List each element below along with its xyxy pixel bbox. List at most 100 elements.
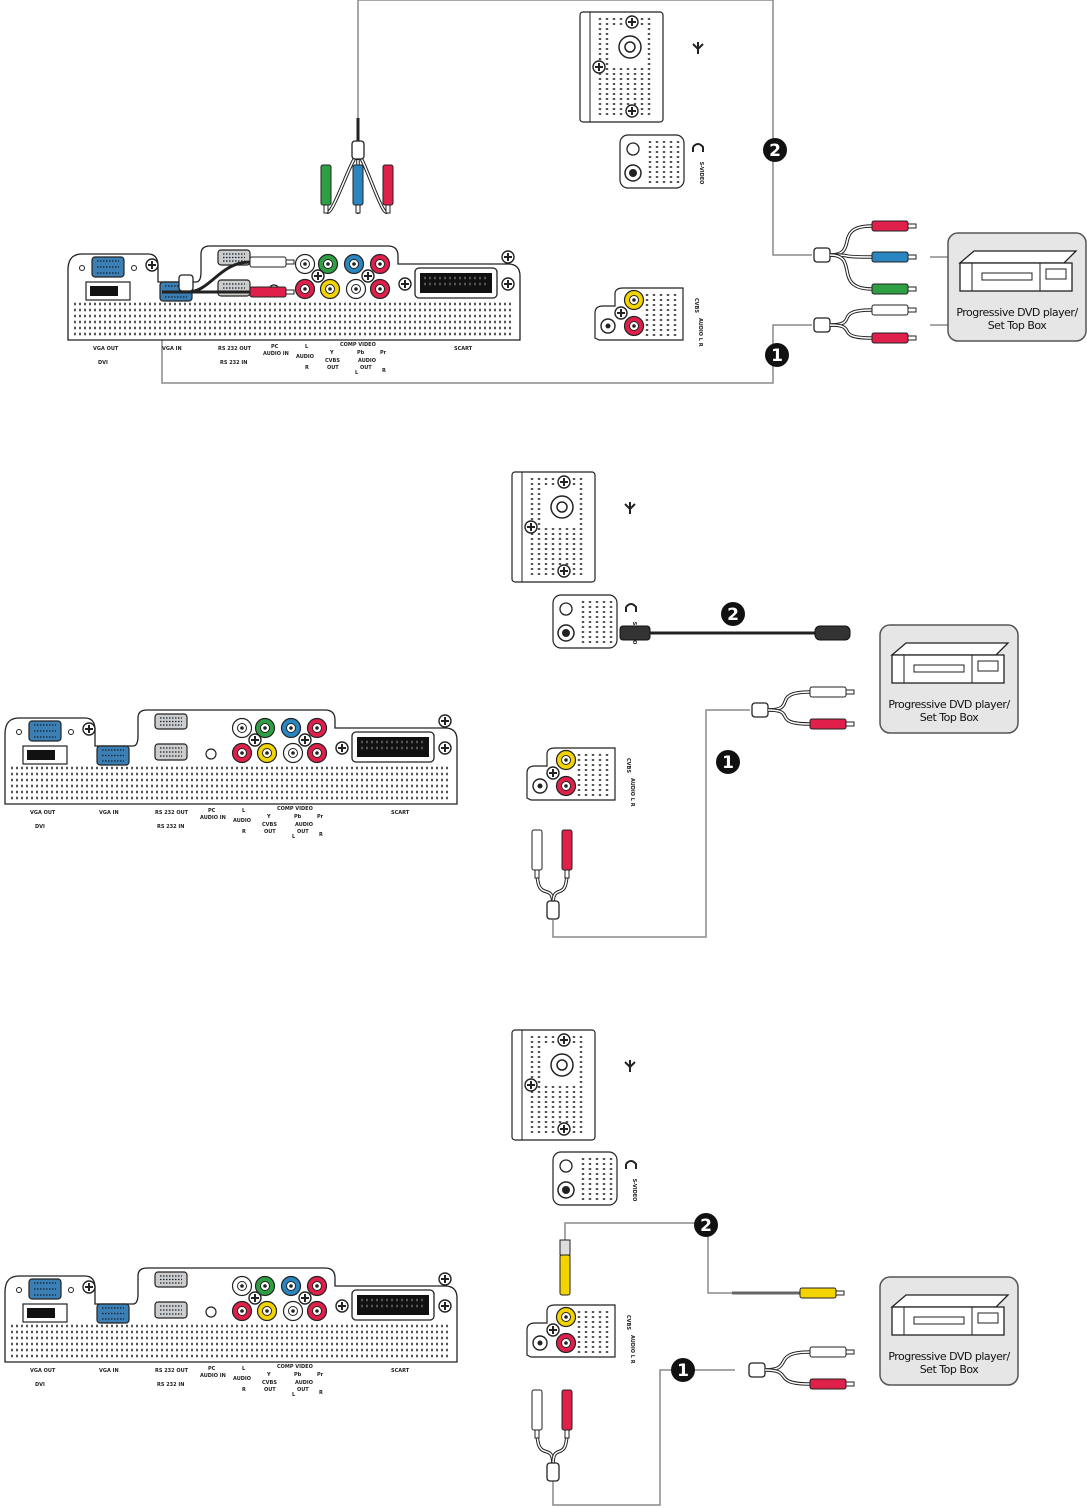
cable-splitter [351, 140, 365, 160]
panel-label-cvbs-out-2: OUT [264, 1387, 276, 1393]
panel-label-vga-out: VGA OUT [93, 346, 119, 352]
panel-label-scart: SCART [391, 1368, 410, 1374]
panel-label-vga-in: VGA IN [99, 810, 119, 816]
dvd-player-icon [958, 250, 1078, 292]
step-badge: 1 [765, 343, 789, 367]
cvbs-in-jack [555, 749, 577, 771]
plug-tip [564, 1429, 570, 1439]
dvd-player-set-top-box: Progressive DVD player/Set Top Box [879, 1276, 1019, 1386]
screw-icon [335, 1299, 349, 1313]
comp-pb-jack [280, 717, 302, 739]
device-label-line2: Set Top Box [920, 1363, 980, 1376]
panel-label-audio-out-2: OUT [297, 829, 309, 835]
rca-plug [799, 1287, 845, 1299]
panel-label-cvbs-out-2: OUT [264, 829, 276, 835]
panel-label-audio: AUDIO [233, 1376, 251, 1382]
plug-tip [285, 289, 295, 295]
screw-icon [524, 520, 538, 534]
plug-body [382, 164, 394, 206]
plug-tip [845, 1349, 855, 1355]
vga-out-connector [91, 256, 125, 278]
panel-label-rs232-in: RS 232 IN [157, 1382, 184, 1388]
panel-label-dvi: DVI [98, 360, 108, 366]
panel-label-audio-out-r: R [319, 1390, 323, 1396]
screw-icon [524, 1078, 538, 1092]
step-number: 1 [771, 346, 783, 366]
audio-out-l-jack [345, 278, 367, 300]
comp-y-jack [254, 1275, 276, 1297]
rca-plug [561, 829, 573, 879]
screw-cross [338, 1302, 346, 1310]
dvi-pins [27, 1308, 55, 1318]
antenna-glyph [624, 502, 636, 514]
antenna-glyph [624, 1060, 636, 1072]
rca-jack-pin [303, 262, 307, 266]
headphone-jack [559, 602, 573, 616]
disc-tray [913, 664, 965, 673]
comp-y-jack [317, 253, 339, 275]
screw-cross [527, 1081, 535, 1089]
cable-splitter [178, 274, 194, 292]
screw-icon [438, 1299, 452, 1313]
screw-cross [338, 744, 346, 752]
rca-jack-pin [289, 1284, 293, 1288]
rca-jack-pin [564, 1341, 568, 1345]
cable-wire [829, 224, 873, 257]
panel-label-pc-audio-in-2: AUDIO IN [263, 351, 289, 357]
rca-jack-pin [378, 262, 382, 266]
audio-r-in-jack [555, 1332, 577, 1354]
audio-l-in-pin [537, 783, 543, 789]
rca-plug [320, 164, 332, 214]
screw-cross [560, 1036, 568, 1044]
audio-r-jack [231, 1300, 253, 1322]
svideo-label: S-VIDEO [698, 162, 704, 185]
screw-icon [311, 269, 325, 283]
screw-icon [398, 277, 412, 291]
screw-cross [251, 1294, 259, 1302]
audio-lr-label: AUDIO L R [629, 778, 635, 807]
rs232-out-connector [154, 713, 188, 730]
headphone-icon [625, 1160, 637, 1169]
plug-tip [285, 259, 295, 265]
screw-cross [401, 280, 409, 288]
screw-icon [501, 250, 515, 264]
step-number: 2 [727, 605, 739, 625]
screw-icon [592, 60, 606, 74]
rs232-in-connector [154, 1301, 188, 1319]
panel-label-pb: Pb [357, 350, 365, 356]
screw-icon [82, 1280, 96, 1294]
panel-label-cvbs-out-2: OUT [327, 365, 339, 371]
panel-label-pr: Pr [380, 350, 387, 356]
cable-splitter [813, 247, 831, 263]
antenna-icon [624, 1060, 636, 1072]
panel-label-y: Y [266, 814, 271, 820]
hole [16, 1287, 22, 1293]
plug-boot [559, 1239, 571, 1256]
player-top [890, 642, 1010, 656]
panel-label-audio-out-1: AUDIO [295, 1380, 313, 1386]
panel-label-audio: AUDIO [296, 354, 314, 360]
screw-icon [557, 1122, 571, 1136]
rca-plug [352, 164, 364, 214]
plug-tip [907, 335, 917, 341]
device-label-line1: Progressive DVD player/ [956, 306, 1078, 319]
panel-label-pc-audio-in-1: PC [271, 344, 279, 350]
panel-label-y: Y [266, 1372, 271, 1378]
screw-icon [625, 15, 639, 29]
rca-jack-pin [315, 726, 319, 730]
screw-cross [504, 280, 512, 288]
audio-l-jack [294, 253, 316, 275]
screw-cross [504, 253, 512, 261]
connector-body [154, 713, 188, 730]
panel-label-audio-out-r: R [382, 368, 386, 374]
rca-jack-pin [326, 262, 330, 266]
plug-tip [907, 223, 917, 229]
svideo-pins [562, 629, 570, 637]
plug-tip [907, 307, 917, 313]
screw-cross [314, 272, 322, 280]
plug-body [809, 1346, 847, 1358]
plug-body [559, 1254, 571, 1296]
screw-icon [546, 1323, 560, 1337]
player-top [890, 1294, 1010, 1308]
